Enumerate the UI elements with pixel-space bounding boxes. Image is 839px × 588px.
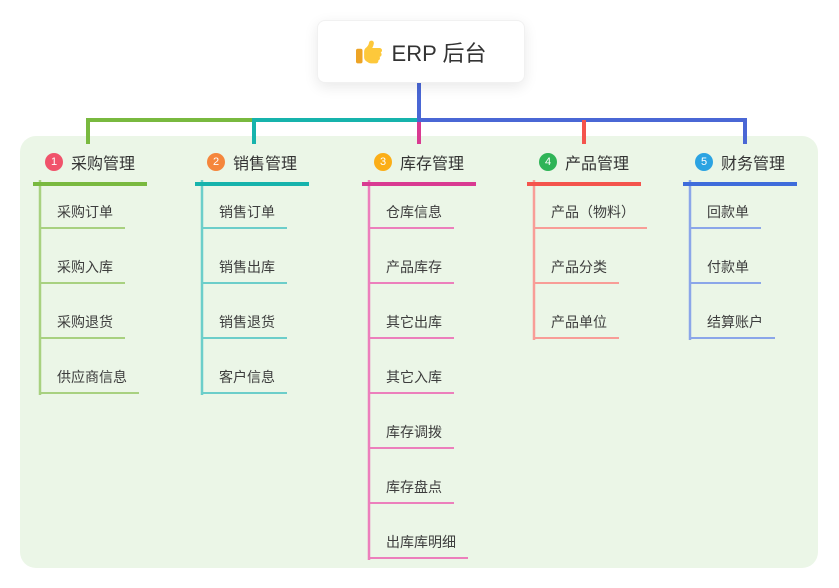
child-node[interactable]: 产品（物料） — [534, 203, 647, 229]
child-node[interactable]: 采购订单 — [40, 203, 125, 229]
child-node[interactable]: 采购退货 — [40, 313, 125, 339]
child-node[interactable]: 其它入库 — [369, 368, 454, 394]
root-label: ERP 后台 — [391, 40, 487, 66]
badge-1: 1 — [45, 153, 63, 171]
branch-title-inventory[interactable]: 3 库存管理 — [362, 146, 477, 186]
child-node[interactable]: 结算账户 — [690, 313, 775, 339]
root-node[interactable]: ERP 后台 — [317, 20, 525, 83]
child-node[interactable]: 销售出库 — [202, 258, 287, 284]
thumbs-up-icon — [355, 39, 382, 65]
child-node[interactable]: 销售订单 — [202, 203, 287, 229]
branch-label: 销售管理 — [233, 156, 298, 173]
child-node[interactable]: 客户信息 — [202, 368, 287, 394]
badge-2: 2 — [207, 153, 225, 171]
child-node[interactable]: 供应商信息 — [40, 368, 139, 394]
branch-title-product[interactable]: 4 产品管理 — [527, 146, 642, 186]
child-node[interactable]: 库存调拨 — [369, 423, 454, 449]
child-node[interactable]: 出库库明细 — [369, 533, 468, 559]
child-node[interactable]: 产品单位 — [534, 313, 619, 339]
branch-title-finance[interactable]: 5 财务管理 — [683, 146, 798, 186]
branch-title-sales[interactable]: 2 销售管理 — [195, 146, 310, 186]
child-node[interactable]: 产品分类 — [534, 258, 619, 284]
branch-label: 产品管理 — [565, 156, 630, 173]
branch-title-procurement[interactable]: 1 采购管理 — [33, 146, 148, 186]
child-node[interactable]: 销售退货 — [202, 313, 287, 339]
child-node[interactable]: 仓库信息 — [369, 203, 454, 229]
child-node[interactable]: 库存盘点 — [369, 478, 454, 504]
child-node[interactable]: 其它出库 — [369, 313, 454, 339]
child-node[interactable]: 产品库存 — [369, 258, 454, 284]
badge-3: 3 — [374, 153, 392, 171]
child-node[interactable]: 采购入库 — [40, 258, 125, 284]
badge-5: 5 — [695, 153, 713, 171]
branch-label: 财务管理 — [721, 156, 786, 173]
branch-label: 采购管理 — [71, 156, 136, 173]
branches-panel — [20, 136, 818, 568]
badge-4: 4 — [539, 153, 557, 171]
child-node[interactable]: 付款单 — [690, 258, 761, 284]
branch-label: 库存管理 — [400, 156, 465, 173]
child-node[interactable]: 回款单 — [690, 203, 761, 229]
